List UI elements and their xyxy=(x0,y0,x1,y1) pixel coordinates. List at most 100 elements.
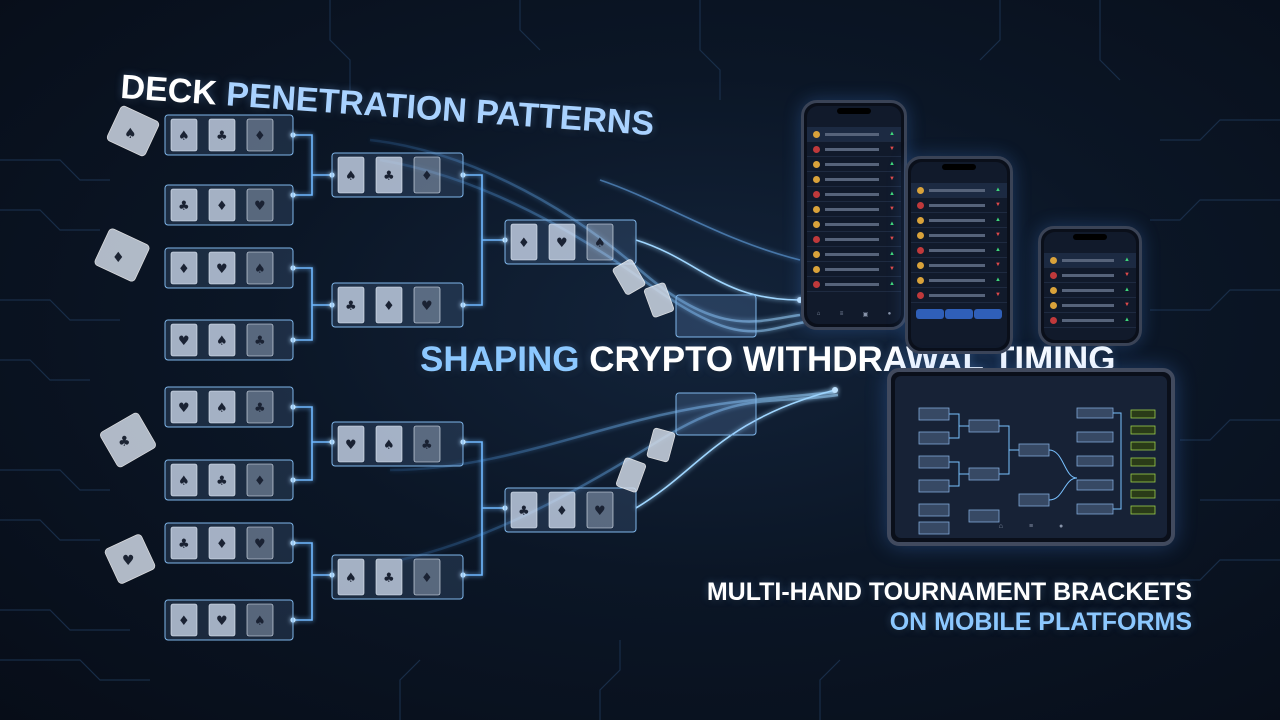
final-slot-bottom xyxy=(675,392,757,436)
card-suit-icon: ♦ xyxy=(518,236,530,251)
list-item[interactable]: ▼ xyxy=(911,228,1007,243)
coin-icon xyxy=(917,246,924,254)
bracket-lines xyxy=(293,134,836,621)
card-suit-icon: ♠ xyxy=(216,401,228,416)
coin-icon xyxy=(1050,271,1057,279)
list-item[interactable]: ▲ xyxy=(1044,283,1136,298)
action-button[interactable] xyxy=(974,309,1003,319)
list-item[interactable]: ▲ xyxy=(911,273,1007,288)
nav-wallet-icon[interactable]: ▣ xyxy=(862,312,869,318)
playing-card xyxy=(375,286,403,324)
list-item[interactable]: ▲ xyxy=(807,187,901,202)
playing-card xyxy=(170,323,198,357)
nav-user-icon[interactable]: ● xyxy=(887,311,892,317)
playing-card xyxy=(548,491,576,529)
list-item[interactable]: ▲ xyxy=(807,157,901,172)
action-button[interactable] xyxy=(944,309,973,319)
list-item[interactable]: ▲ xyxy=(1044,313,1136,328)
list-item[interactable]: ▼ xyxy=(911,198,1007,213)
coin-icon xyxy=(813,175,820,183)
card-suit-icon: ♦ xyxy=(421,169,433,184)
trend-up-icon: ▲ xyxy=(995,277,1001,283)
action-button[interactable] xyxy=(915,309,944,319)
row-name-placeholder xyxy=(929,233,986,237)
coin-icon xyxy=(813,160,820,168)
card-club-icon xyxy=(100,412,156,468)
list-item[interactable]: ▼ xyxy=(807,232,901,247)
coin-icon xyxy=(813,220,820,228)
list-item[interactable]: ▼ xyxy=(807,142,901,157)
trend-down-icon: ▼ xyxy=(889,146,895,152)
coin-icon xyxy=(917,276,924,284)
list-item[interactable]: ▼ xyxy=(911,288,1007,303)
card-suit-icon: ♣ xyxy=(254,334,266,349)
coin-icon xyxy=(813,130,820,138)
card-suit-icon: ♥ xyxy=(421,299,433,314)
playing-card xyxy=(510,223,538,261)
list-item[interactable]: ▼ xyxy=(1044,268,1136,283)
nav-home-icon[interactable]: ⌂ xyxy=(998,523,1003,530)
row-name-placeholder xyxy=(929,203,986,207)
nav-user-icon[interactable]: ● xyxy=(1059,523,1064,530)
svg-text:♦: ♦ xyxy=(112,250,125,266)
list-item[interactable]: ▲ xyxy=(911,183,1007,198)
trend-down-icon: ▼ xyxy=(889,236,895,242)
card-suit-icon: ♠ xyxy=(383,438,395,453)
playing-card xyxy=(170,188,198,222)
list-item[interactable]: ▼ xyxy=(1044,298,1136,313)
list-item[interactable]: ▼ xyxy=(807,172,901,187)
card-suit-icon: ♦ xyxy=(178,262,190,277)
phone-notch xyxy=(942,164,976,170)
row-name-placeholder xyxy=(825,267,880,271)
nav-list-icon[interactable]: ≡ xyxy=(839,311,844,317)
list-item[interactable]: ▲ xyxy=(807,127,901,142)
card-suit-icon: ♥ xyxy=(216,262,228,277)
row-name-placeholder xyxy=(825,162,880,166)
coin-icon xyxy=(813,145,820,153)
card-diamond-icon xyxy=(94,228,150,282)
row-name-placeholder xyxy=(929,293,986,297)
playing-card xyxy=(208,251,236,285)
card-suit-icon: ♦ xyxy=(254,129,266,144)
playing-card xyxy=(208,526,236,560)
trend-down-icon: ▼ xyxy=(889,206,895,212)
list-item[interactable]: ▲ xyxy=(911,243,1007,258)
trend-up-icon: ▲ xyxy=(889,161,895,167)
trend-up-icon: ▲ xyxy=(889,251,895,257)
playing-card xyxy=(208,463,236,497)
card-suit-icon: ♣ xyxy=(216,474,228,489)
list-item[interactable]: ▼ xyxy=(807,202,901,217)
phone-notch xyxy=(837,108,871,114)
list-item[interactable]: ▼ xyxy=(807,262,901,277)
card-suit-icon: ♥ xyxy=(178,334,190,349)
loose-cards xyxy=(94,105,676,584)
trend-up-icon: ▲ xyxy=(889,281,895,287)
card-suit-icon: ♥ xyxy=(216,614,228,629)
coin-icon xyxy=(917,216,924,224)
row-name-placeholder xyxy=(825,282,880,286)
trend-up-icon: ▲ xyxy=(1124,257,1130,263)
phone-middle: ▲▼▲▼▲▼▲▼ xyxy=(905,156,1013,354)
list-item[interactable]: ▲ xyxy=(1044,253,1136,268)
tablet-screen: ⌂ ≡ ● xyxy=(895,376,1167,538)
list-item[interactable]: ▲ xyxy=(911,213,1007,228)
row-name-placeholder xyxy=(1062,303,1115,307)
trend-up-icon: ▲ xyxy=(995,247,1001,253)
phone-right-list: ▲▼▲▼▲ xyxy=(1044,253,1136,328)
list-item[interactable]: ▼ xyxy=(911,258,1007,273)
list-item[interactable]: ▲ xyxy=(807,277,901,292)
card-suit-icon: ♥ xyxy=(345,438,357,453)
phone-left-screen: ▲▼▲▼▲▼▲▼▲▼▲ ⌂ ≡ ▣ ● xyxy=(807,106,901,324)
list-item[interactable]: ▲ xyxy=(807,247,901,262)
playing-card xyxy=(375,558,403,596)
card-suit-icon: ♦ xyxy=(178,614,190,629)
nav-home-icon[interactable]: ⌂ xyxy=(816,311,821,317)
phone-left: ▲▼▲▼▲▼▲▼▲▼▲ ⌂ ≡ ▣ ● xyxy=(801,100,907,330)
playing-card xyxy=(375,156,403,194)
playing-card xyxy=(246,323,274,357)
phone-middle-screen: ▲▼▲▼▲▼▲▼ xyxy=(911,162,1007,348)
nav-list-icon[interactable]: ≡ xyxy=(1028,523,1034,530)
playing-card xyxy=(586,491,614,529)
list-item[interactable]: ▲ xyxy=(807,217,901,232)
card-suit-icon: ♣ xyxy=(383,571,395,586)
